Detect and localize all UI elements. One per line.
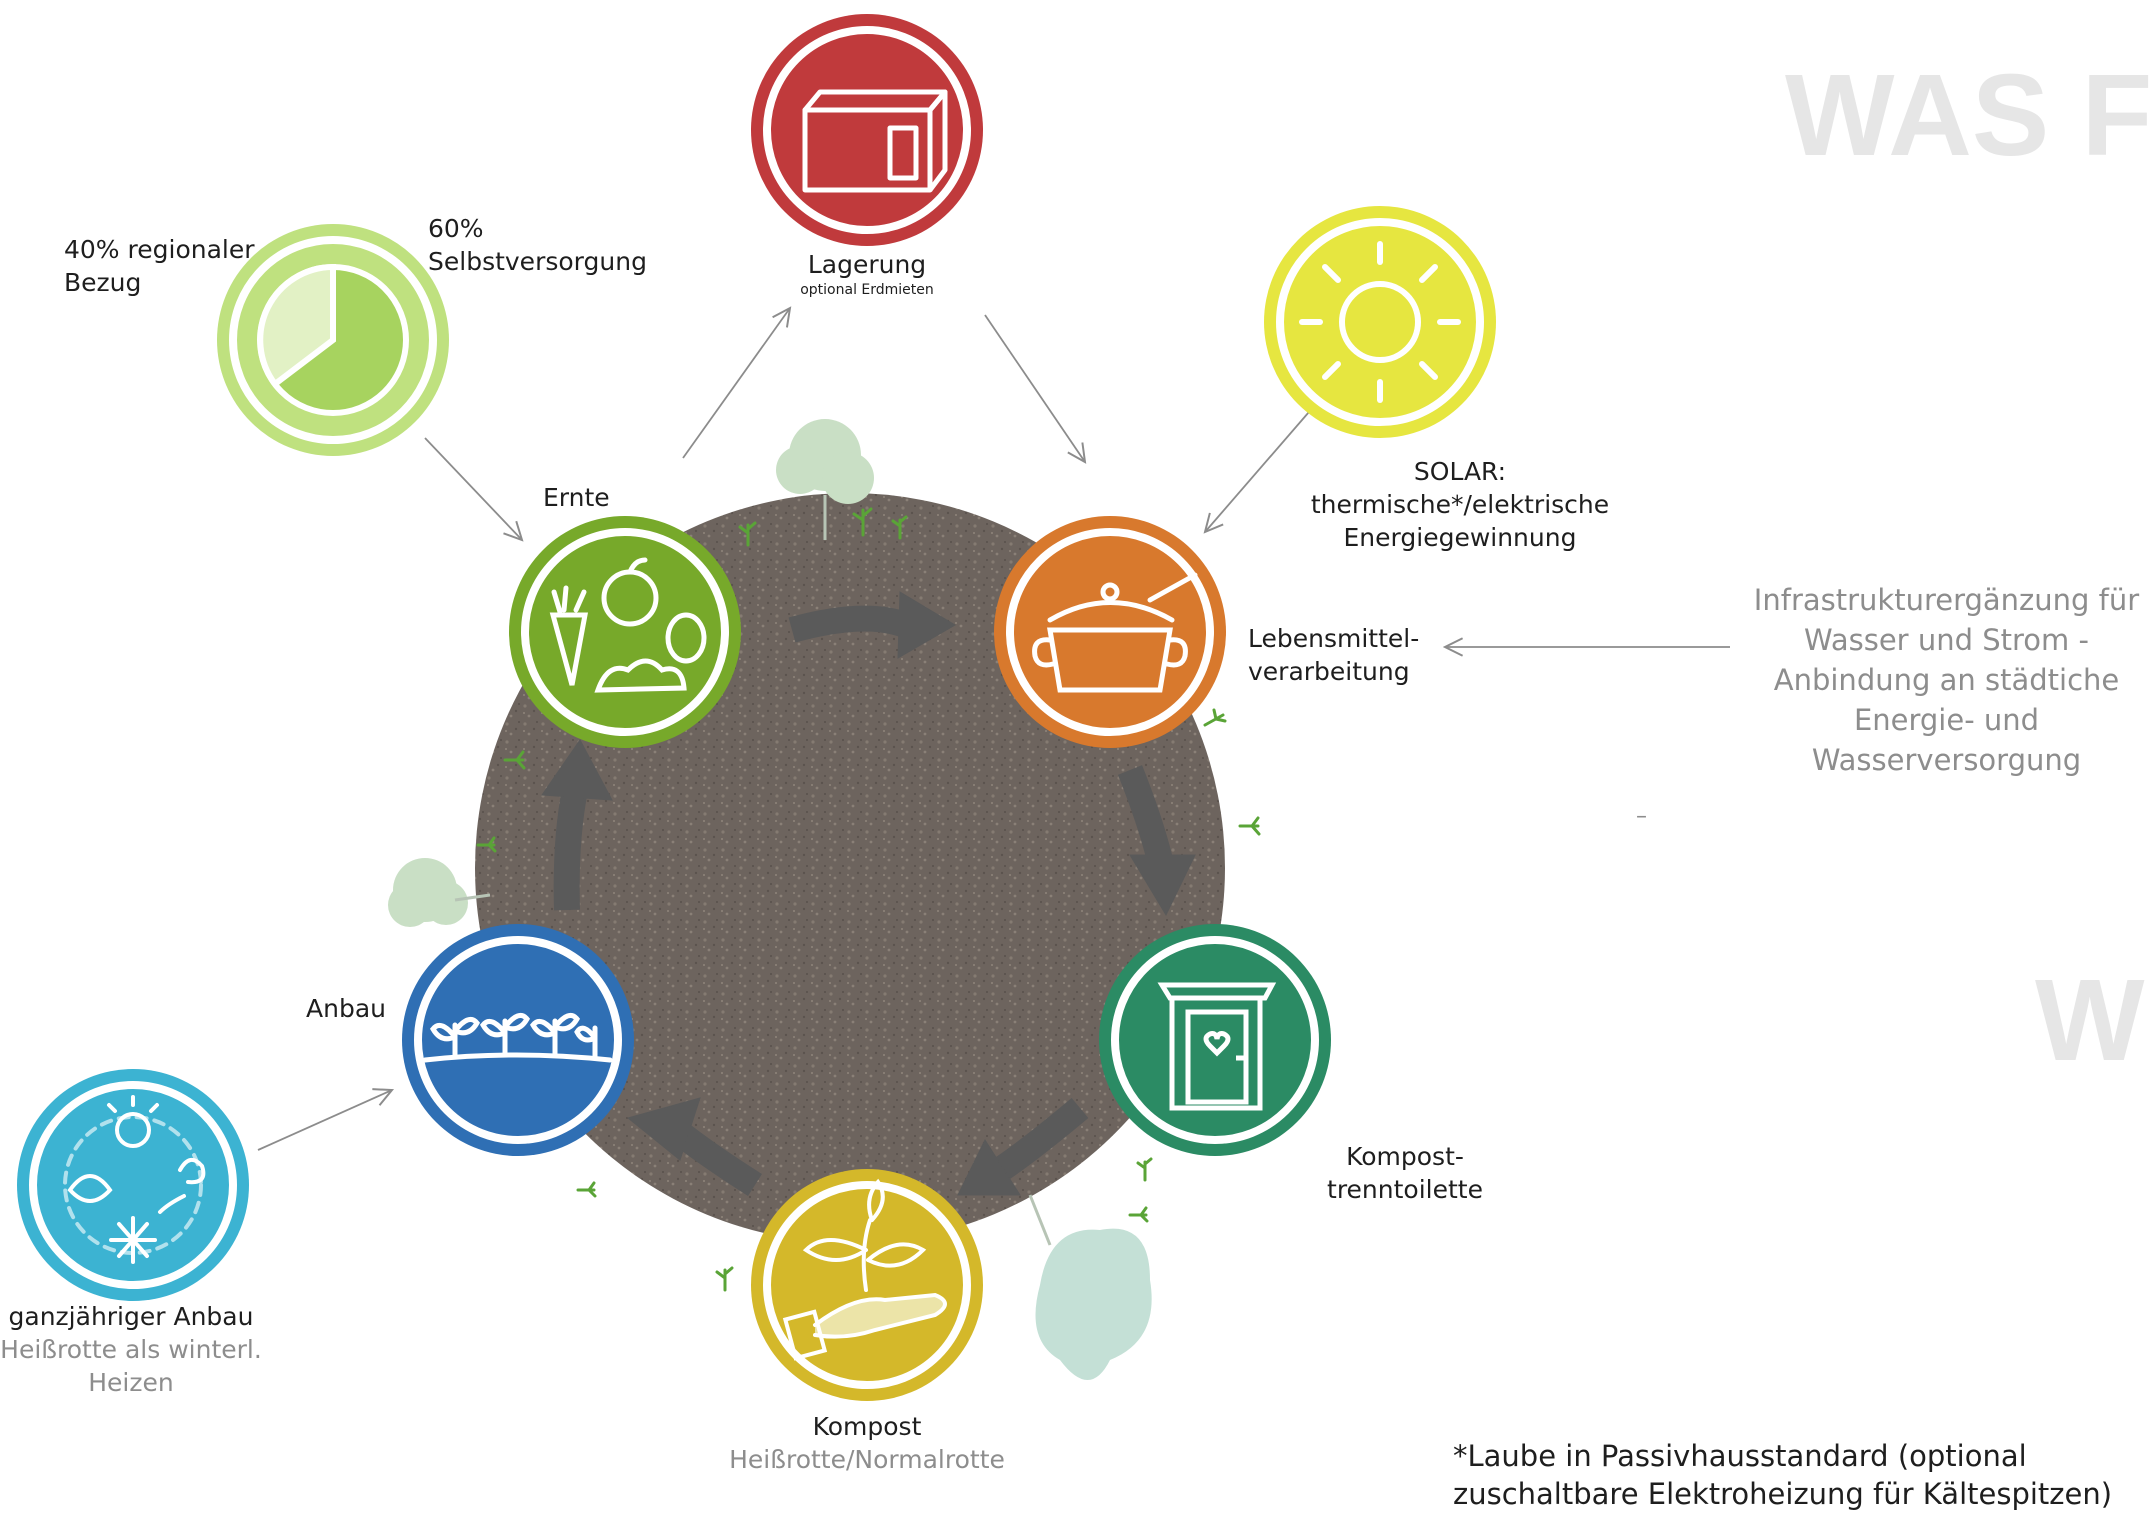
- processing-line-1: Lebensmittel-: [1248, 624, 1420, 653]
- solar-line-2: thermische*/elektrische: [1310, 490, 1610, 519]
- cultivation-label: Anbau: [306, 994, 386, 1023]
- infrastructure-line-3: Anbindung an städtiche: [1773, 663, 2120, 697]
- arrow-harvest-to-processing-head: [897, 591, 956, 659]
- connector-arrows: [257, 308, 1730, 1151]
- node-toilet: [1099, 924, 1331, 1156]
- arrow-storage-to-processing: [984, 314, 1085, 462]
- selfsupply-left-label: 40% regionaler Bezug: [64, 233, 255, 299]
- tree-decoration: [388, 419, 1152, 1380]
- selfsupply-right-label: 60% Selbstversorgung: [428, 212, 647, 278]
- compost-title: Kompost: [812, 1412, 922, 1441]
- selfsupply-right-1: 60%: [428, 214, 484, 243]
- vegetables-icon: [549, 557, 707, 693]
- storage-label: Lagerung optional Erdmieten: [767, 248, 967, 299]
- infrastructure-dash: –: [1636, 804, 1647, 829]
- node-processing: [994, 516, 1226, 748]
- node-harvest: [509, 516, 741, 748]
- arrow-solar-to-processing: [1205, 404, 1316, 532]
- arrow-selfsupply-to-harvest: [424, 437, 522, 540]
- arrow-cultivation-to-harvest-head: [541, 739, 613, 801]
- arrow-harvest-to-processing: [788, 605, 910, 643]
- compost-label: Kompost Heißrotte/Normalrotte: [702, 1410, 1032, 1476]
- toilet-line-2: trenntoilette: [1327, 1175, 1483, 1204]
- box-icon: [802, 89, 948, 193]
- outhouse-icon: [1157, 982, 1277, 1111]
- arrow-compost-to-cultivation-head: [626, 1097, 701, 1161]
- arrow-toilet-to-compost: [992, 1098, 1089, 1181]
- node-yearround: [17, 1069, 249, 1301]
- storage-subtitle: optional Erdmieten: [800, 282, 934, 298]
- sun-icon: [1299, 241, 1461, 403]
- solar-line-1: SOLAR:: [1413, 457, 1507, 486]
- yearround-sub-1: Heißrotte als winterl.: [0, 1335, 262, 1364]
- selfsupply-left-2: Bezug: [64, 268, 142, 297]
- footnote-line-1: *Laube in Passivhausstandard (optional: [1453, 1439, 2027, 1473]
- footnote: *Laube in Passivhausstandard (optional z…: [1453, 1437, 2112, 1513]
- arrow-cultivation-to-harvest: [553, 787, 588, 911]
- infrastructure-line-2: Wasser und Strom -: [1804, 623, 2089, 657]
- pot-icon: [1032, 572, 1198, 693]
- seedling-hand-icon: [782, 1178, 947, 1361]
- node-selfsupply: [217, 224, 449, 456]
- compost-subtitle: Heißrotte/Normalrotte: [729, 1445, 1005, 1474]
- solar-line-3: Energiegewinnung: [1343, 523, 1577, 552]
- arrow-processing-to-toilet: [1117, 765, 1173, 864]
- harvest-label: Ernte: [543, 483, 610, 512]
- arrow-processing-to-toilet-head: [1129, 854, 1196, 917]
- yearround-label: ganzjähriger Anbau Heißrotte als winterl…: [0, 1300, 262, 1399]
- storage-title: Lagerung: [807, 250, 927, 279]
- processing-line-2: verarbeitung: [1248, 657, 1410, 686]
- infrastructure-line-4: Energie- und: [1853, 703, 2040, 737]
- infrastructure-note: Infrastrukturergänzung für Wasser und St…: [1740, 580, 2153, 780]
- sprouts-icon: [422, 1012, 613, 1063]
- toilet-line-1: Kompost-: [1346, 1142, 1464, 1171]
- node-compost: [751, 1169, 983, 1401]
- solar-label: SOLAR: thermische*/elektrische Energiege…: [1265, 455, 1655, 554]
- sprout-decorations: [476, 507, 1261, 1292]
- arrow-yearround-to-cultivation: [257, 1090, 392, 1151]
- selfsupply-left-1: 40% regionaler: [64, 235, 255, 264]
- infrastructure-line-1: Infrastrukturergänzung für: [1753, 583, 2140, 617]
- node-cultivation: [402, 924, 634, 1156]
- footnote-line-2: zuschaltbare Elektroheizung für Kältespi…: [1453, 1477, 2113, 1511]
- processing-label: Lebensmittel- verarbeitung: [1248, 622, 1419, 688]
- yearround-sub-2: Heizen: [88, 1368, 174, 1397]
- selfsupply-right-2: Selbstversorgung: [428, 247, 647, 276]
- toilet-label: Kompost- trenntoilette: [1300, 1140, 1510, 1206]
- node-solar: [1264, 206, 1496, 438]
- pie-icon: [257, 263, 409, 416]
- infrastructure-line-5: Wasserversorgung: [1811, 743, 2082, 777]
- seasons-icon: [63, 1095, 206, 1264]
- cycle-arrows: [541, 591, 1196, 1196]
- node-storage: [751, 14, 983, 246]
- arrow-toilet-to-compost-head: [957, 1138, 1021, 1196]
- watermark-top: WAS F: [1785, 50, 2153, 180]
- arrow-harvest-to-storage: [682, 308, 790, 459]
- watermark-mid: W: [2035, 955, 2145, 1085]
- yearround-title: ganzjähriger Anbau: [8, 1302, 254, 1331]
